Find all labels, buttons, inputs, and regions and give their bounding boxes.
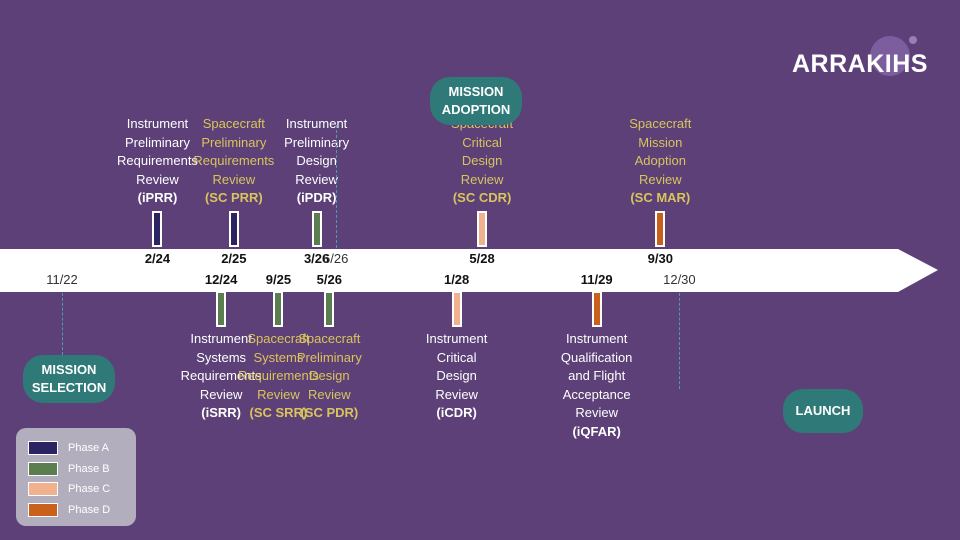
milestone-title: Spacecraft Mission Adoption Review (629, 116, 692, 187)
legend-swatch (28, 441, 58, 455)
milestone-label: Instrument Qualification and Flight Acce… (552, 330, 642, 441)
milestone-marker-iqfar (591, 291, 602, 327)
milestone-abbreviation: (iSRR) (201, 405, 241, 420)
milestone-date: 2/24 (144, 251, 171, 266)
milestone-date: 11/29 (580, 272, 613, 287)
legend-label: Phase D (68, 503, 111, 516)
milestone-marker-sccdr (477, 211, 488, 247)
milestone-label: Spacecraft Preliminary Requirements Revi… (186, 115, 281, 208)
milestone-date: 3/26 (303, 251, 330, 266)
milestone-abbreviation: (iCDR) (436, 405, 477, 420)
milestone-title: Instrument Systems Requirements Review (180, 331, 262, 402)
arrakihs-logo: ARRAKIHS (786, 34, 928, 84)
milestone-label: Spacecraft Mission Adoption Review (SC MA… (620, 115, 700, 208)
milestone-abbreviation: (SC MAR) (630, 190, 691, 205)
milestone-marker-ipdr (311, 211, 322, 247)
milestone-date: 9/25 (265, 272, 292, 287)
milestone-abbreviation: (SC PDR) (300, 405, 359, 420)
milestone-title: Spacecraft Preliminary Design Review (296, 331, 362, 402)
legend-swatch (28, 502, 58, 517)
milestone-marker-iprr (152, 211, 163, 247)
milestone-label: Spacecraft Preliminary Design Review (SC … (289, 330, 369, 423)
legend-label: Phase A (68, 442, 109, 454)
milestone-abbreviation: (iPDR) (296, 190, 337, 205)
legend-swatch (28, 482, 58, 496)
milestone-title: Spacecraft Critical Design Review (451, 116, 513, 187)
legend-label: Phase C (68, 483, 111, 495)
milestone-marker-scpdr (324, 291, 335, 327)
milestone-date: 5/28 (469, 251, 495, 266)
milestone-marker-isrr (216, 291, 227, 327)
key-event-connector (679, 293, 681, 389)
milestone-abbreviation: (SC PRR) (204, 190, 263, 205)
milestone-date: 9/30 (647, 251, 673, 266)
milestone-label: Spacecraft Critical Design Review (SC CDR… (442, 115, 522, 208)
milestone-title: Spacecraft Systems Requirements Review (237, 331, 319, 402)
key-event-date: 11/22 (46, 272, 78, 287)
logo-moon-icon (870, 36, 917, 76)
milestone-title: Instrument Preliminary Requirements Revi… (117, 116, 198, 187)
key-event-date: 12/30 (663, 272, 696, 287)
milestone-title: Spacecraft Preliminary Requirements Revi… (193, 116, 275, 187)
key-event-launch-badge: LAUNCH (783, 389, 863, 433)
milestone-label: Instrument Preliminary Requirements Revi… (112, 115, 202, 208)
milestone-marker-scsrr (273, 291, 284, 327)
milestone-abbreviation: (SC CDR) (452, 190, 512, 205)
milestone-abbreviation: (iQFAR) (572, 423, 621, 439)
milestone-label: Instrument Critical Design Review (iCDR) (417, 330, 497, 423)
milestone-title: Instrument Critical Design Review (425, 331, 488, 402)
key-event-adoption-badge: MISSION ADOPTION (430, 77, 522, 125)
key-event-connector (335, 125, 337, 248)
milestone-date: 1/28 (443, 272, 470, 287)
milestone-date: 2/25 (221, 251, 247, 266)
milestone-label: Instrument Systems Requirements Review (i… (171, 330, 271, 423)
logo-text: ARRAKIHS (792, 50, 928, 78)
milestone-abbreviation: (SC SRR) (249, 405, 308, 420)
milestone-date: 12/24 (204, 272, 238, 287)
milestone-title: Instrument Qualification and Flight Acce… (560, 331, 633, 420)
milestone-marker-scmar (655, 211, 666, 247)
legend-label: Phase B (68, 462, 110, 475)
milestone-label: Instrument Preliminary Design Review (iPD… (277, 115, 357, 208)
milestone-marker-scprr (228, 211, 239, 247)
key-event-date: 6/26 (323, 251, 349, 266)
milestone-title: Instrument Preliminary Design Review (284, 116, 350, 187)
milestone-label: Spacecraft Systems Requirements Review (S… (228, 330, 328, 423)
phase-legend: Phase A Phase B Phase C Phase D (16, 428, 136, 526)
key-event-selection-badge: MISSION SELECTION (23, 355, 115, 403)
milestone-date: 5/26 (316, 272, 342, 287)
milestone-marker-icdr (451, 291, 462, 327)
key-event-connector (62, 293, 63, 355)
timeline-arrow (0, 249, 938, 292)
milestone-abbreviation: (iPRR) (137, 190, 178, 205)
legend-swatch (28, 461, 58, 476)
